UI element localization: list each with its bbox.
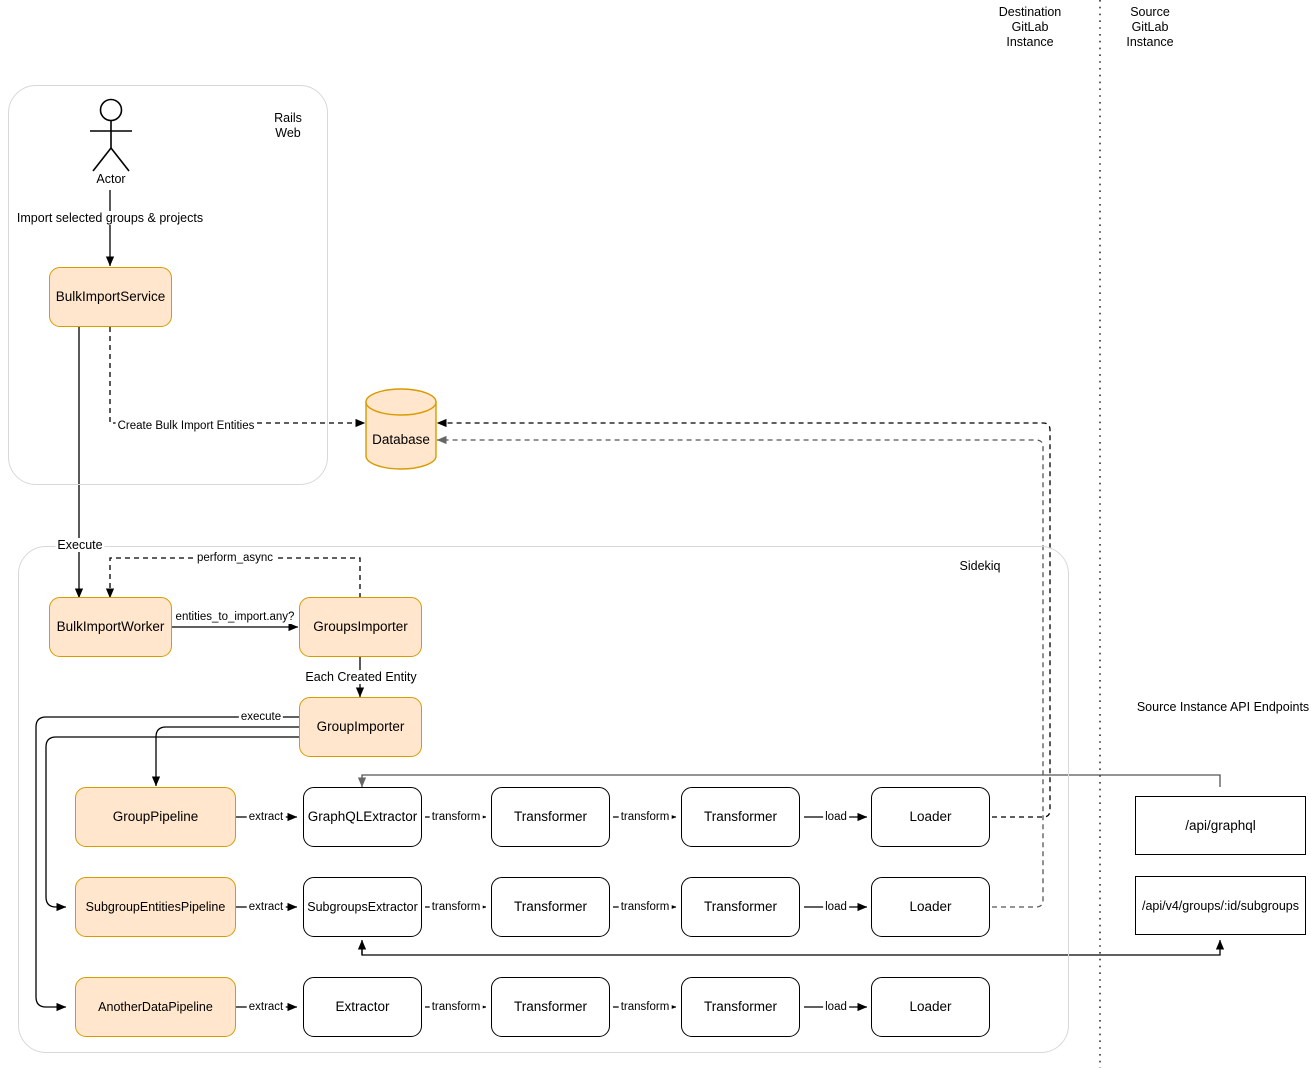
node-subgroups-extractor[interactable]: SubgroupsExtractor [303, 877, 422, 937]
edge-label-execute-top: Execute [55, 538, 105, 552]
node-graphql-extractor[interactable]: GraphQLExtractor [303, 787, 422, 847]
node-bulk-import-service[interactable]: BulkImportService [49, 267, 172, 327]
edge-label-execute-pipeline: execute [238, 710, 284, 724]
region-sidekiq [18, 546, 1069, 1053]
node-loader-row3[interactable]: Loader [871, 977, 990, 1037]
node-loader-row2[interactable]: Loader [871, 877, 990, 937]
edge-label-extract-row1: extract [246, 810, 286, 824]
node-group-importer[interactable]: GroupImporter [299, 697, 422, 757]
edge-label-transform-row1-a: transform [429, 810, 483, 824]
node-transformer-row2-col1[interactable]: Transformer [491, 877, 610, 937]
node-extractor[interactable]: Extractor [303, 977, 422, 1037]
edge-label-transform-row2-b: transform [618, 900, 672, 914]
edge-label-import-selected: Import selected groups & projects [14, 211, 206, 225]
node-transformer-row1-col1[interactable]: Transformer [491, 787, 610, 847]
database-label: Database [372, 432, 430, 447]
edge-label-transform-row1-b: transform [618, 810, 672, 824]
header-destination-instance: Destination GitLab Instance [998, 5, 1062, 49]
region-rails-web-label: Rails Web [274, 111, 302, 140]
edge-label-create-bulk-import-entities: Create Bulk Import Entities [115, 419, 257, 433]
node-api-subgroups[interactable]: /api/v4/groups/:id/subgroups [1135, 876, 1306, 935]
edge-label-load-row3: load [823, 1000, 849, 1014]
edge-label-extract-row2: extract [246, 900, 286, 914]
node-transformer-row2-col2[interactable]: Transformer [681, 877, 800, 937]
node-api-graphql[interactable]: /api/graphql [1135, 796, 1306, 855]
actor-figure [83, 98, 139, 181]
edge-label-extract-row3: extract [246, 1000, 286, 1014]
api-endpoints-title: Source Instance API Endpoints [1136, 700, 1310, 714]
node-subgroup-entities-pipeline[interactable]: SubgroupEntitiesPipeline [75, 877, 236, 937]
node-bulk-import-worker[interactable]: BulkImportWorker [49, 597, 172, 657]
header-source-instance: Source GitLab Instance [1126, 5, 1174, 49]
node-groups-importer[interactable]: GroupsImporter [299, 597, 422, 657]
region-sidekiq-label: Sidekiq [959, 559, 1001, 573]
edge-label-transform-row2-a: transform [429, 900, 483, 914]
node-loader-row1[interactable]: Loader [871, 787, 990, 847]
region-rails-web [8, 85, 328, 485]
node-transformer-row3-col1[interactable]: Transformer [491, 977, 610, 1037]
edge-label-perform-async: perform_async [194, 551, 276, 565]
edge-label-entities-to-import: entities_to_import.any? [173, 610, 297, 624]
edge-label-transform-row3-b: transform [618, 1000, 672, 1014]
database-cylinder [365, 388, 437, 475]
node-group-pipeline[interactable]: GroupPipeline [75, 787, 236, 847]
edge-label-load-row2: load [823, 900, 849, 914]
actor-label: Actor [96, 172, 126, 186]
node-another-data-pipeline[interactable]: AnotherDataPipeline [75, 977, 236, 1037]
node-transformer-row1-col2[interactable]: Transformer [681, 787, 800, 847]
node-transformer-row3-col2[interactable]: Transformer [681, 977, 800, 1037]
edge-label-each-created-entity: Each Created Entity [303, 670, 419, 684]
edge-label-transform-row3-a: transform [429, 1000, 483, 1014]
edge-label-load-row1: load [823, 810, 849, 824]
